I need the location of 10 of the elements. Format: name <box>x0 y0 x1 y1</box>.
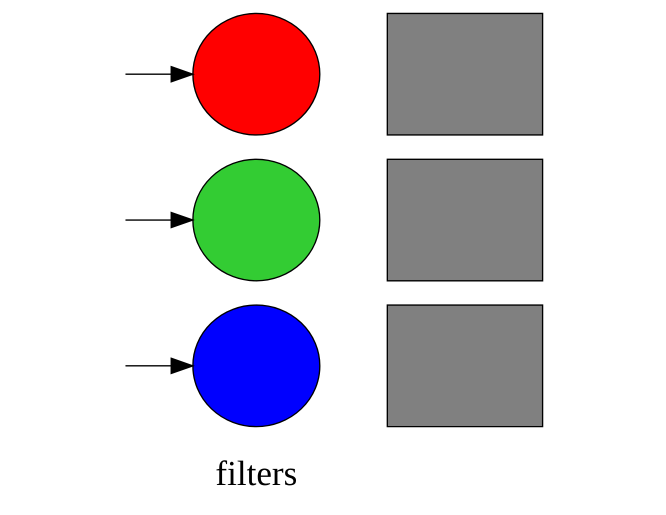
node-circle <box>192 158 320 282</box>
node-box <box>386 158 543 282</box>
node-box <box>386 304 543 428</box>
arrow <box>124 212 194 229</box>
node-box <box>386 12 543 136</box>
label: filters <box>214 454 297 494</box>
arrow <box>124 357 194 374</box>
node-circle <box>192 304 320 428</box>
node-circle <box>192 12 320 136</box>
arrow <box>124 66 194 83</box>
